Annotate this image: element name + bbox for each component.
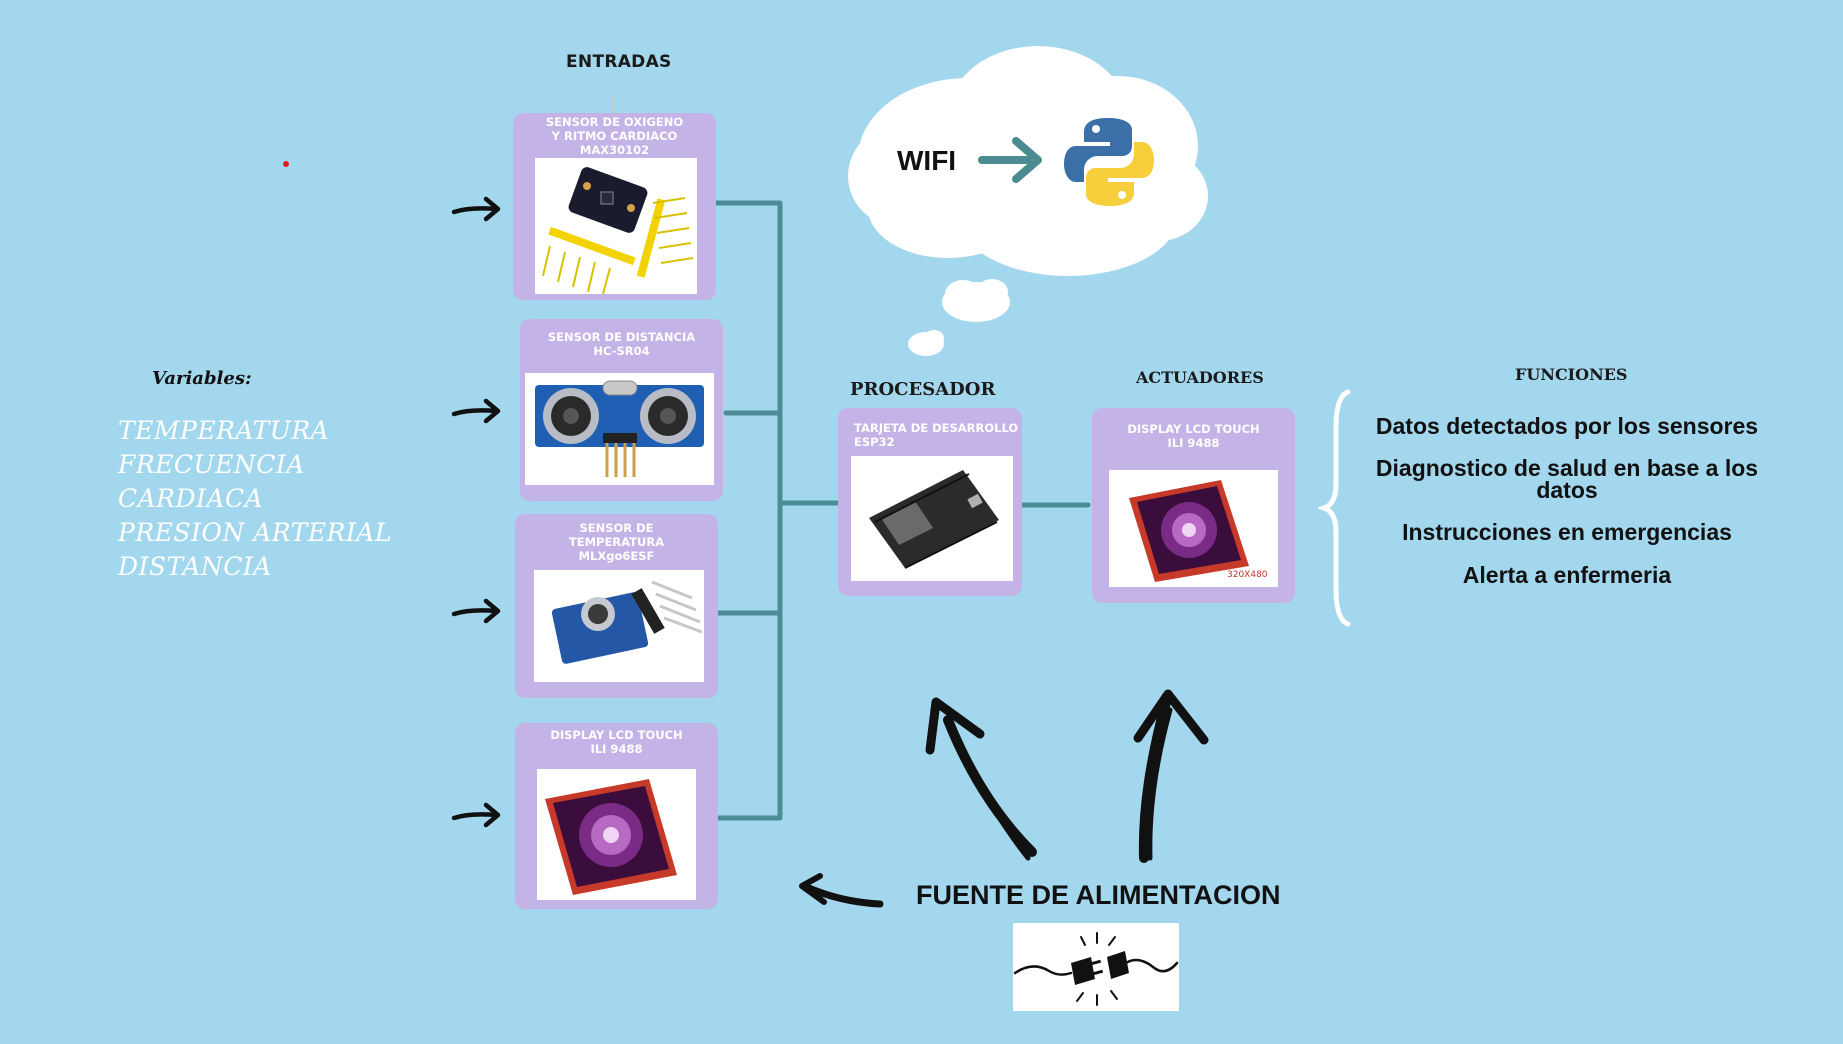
input-arrows — [451, 196, 501, 828]
variable-presion-arterial: PRESION ARTERIAL — [118, 518, 392, 547]
function-item: Datos detectados por los sensores — [1375, 413, 1759, 439]
max30102-sensor-image — [535, 158, 697, 294]
actuadores-heading: ACTUADORES — [1136, 368, 1264, 387]
input-arrow-icon — [451, 196, 501, 222]
functions-brace — [1318, 389, 1351, 627]
ili9488-lcd-image: 320X480 — [1109, 470, 1278, 587]
card-title: SENSOR DE DISTANCIA HC-SR04 — [547, 330, 696, 358]
actuator-card-lcd: DISPLAY LCD TOUCH ILI 9488 320X480 — [1092, 408, 1295, 603]
ili9488-lcd-image — [537, 769, 696, 900]
card-title: DISPLAY LCD TOUCH ILI 9488 — [550, 728, 683, 756]
function-item: Instrucciones en emergencias — [1402, 519, 1732, 545]
mlx-temperature-sensor-image — [534, 570, 704, 682]
red-dot — [283, 161, 289, 167]
hc-sr04-sensor-image — [525, 373, 714, 485]
card-title: SENSOR DE TEMPERATURA MLXgo6ESF — [568, 521, 665, 563]
variable-cardiaca: CARDIACA — [118, 484, 264, 513]
plug-image — [1013, 923, 1179, 1011]
entradas-tick — [612, 95, 614, 113]
variable-temperatura: TEMPERATURA — [118, 416, 330, 445]
plug-disconnect-icon — [1013, 932, 1179, 1006]
lcd-resolution-label: 320X480 — [1227, 570, 1268, 580]
esp32-board-image — [851, 456, 1013, 581]
power-supply-label: FUENTE DE ALIMENTACION — [916, 880, 1281, 910]
wifi-arrow-icon — [978, 137, 1042, 183]
function-item: Diagnostico de salud en base a los datos — [1375, 455, 1759, 503]
entradas-heading: ENTRADAS — [566, 52, 672, 72]
input-arrow-icon — [451, 598, 501, 624]
input-card-hcsr04: SENSOR DE DISTANCIA HC-SR04 — [520, 319, 723, 501]
variables-list: TEMPERATURA FRECUENCIA CARDIACA PRESION … — [118, 414, 392, 584]
input-arrow-icon — [451, 398, 501, 424]
power-arrows — [799, 689, 1209, 908]
function-item: Alerta a enfermeria — [1462, 562, 1672, 588]
wifi-label: WIFI — [897, 145, 957, 176]
input-card-temperature: SENSOR DE TEMPERATURA MLXgo6ESF — [515, 514, 718, 698]
card-title: SENSOR DE OXIGENO Y RITMO CARDIACO MAX30… — [545, 115, 684, 157]
input-card-max30102: SENSOR DE OXIGENO Y RITMO CARDIACO MAX30… — [513, 113, 716, 300]
input-card-lcd: DISPLAY LCD TOUCH ILI 9488 — [515, 723, 718, 909]
python-logo-icon — [1064, 118, 1154, 206]
card-title: DISPLAY LCD TOUCH ILI 9488 — [1127, 422, 1260, 450]
variable-frecuencia: FRECUENCIA — [118, 450, 305, 479]
wifi-cloud — [848, 46, 1208, 356]
processor-card-esp32: TARJETA DE DESARROLLO ESP32 — [838, 408, 1022, 596]
card-title: TARJETA DE DESARROLLO ESP32 — [854, 421, 1019, 449]
input-arrow-icon — [451, 802, 501, 828]
variable-distancia: DISTANCIA — [118, 552, 272, 581]
variables-title: Variables: — [152, 368, 252, 389]
funciones-heading: FUNCIONES — [1515, 365, 1628, 384]
procesador-heading: PROCESADOR — [850, 379, 996, 400]
